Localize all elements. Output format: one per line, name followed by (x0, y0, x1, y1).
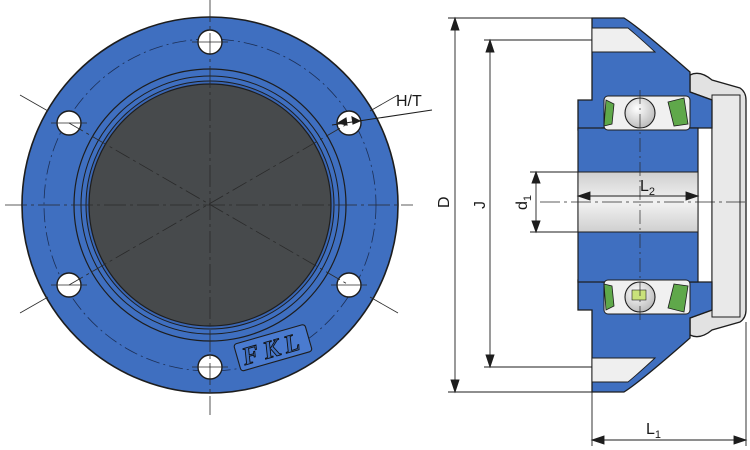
dimension-lines (448, 16, 748, 446)
insert-length-sub: 2 (649, 186, 655, 198)
overall-length-label: L1 (646, 421, 661, 441)
insert-length-label: L2 (640, 178, 655, 198)
section-view: D J d1 L2 L1 (436, 16, 748, 446)
hole-callout-leader (331, 109, 433, 126)
seal-top-left (603, 99, 615, 127)
seal-top-right (667, 97, 689, 127)
insert-length-main: L (640, 178, 649, 195)
hole-callout-label: H/T (396, 93, 422, 110)
front-view: H/T FKL (5, 0, 433, 415)
outer-diameter-label: D (436, 196, 453, 208)
bore-label-main: d (514, 201, 531, 210)
bore-label-sub: 1 (522, 195, 534, 201)
seal-bottom-left (603, 283, 615, 311)
svg-text:d1: d1 (514, 195, 534, 210)
overall-length-main: L (646, 421, 655, 438)
bore-label: d1 (514, 195, 534, 210)
bolt-hole-section-bottom (591, 357, 657, 383)
bolt-hole-section-top (591, 27, 657, 53)
center-lines (5, 0, 413, 415)
sheet-cover-wall (711, 94, 741, 318)
bolt-circle-label: J (472, 201, 489, 209)
seal-bottom-right (667, 283, 689, 313)
ball-highlight-bottom (631, 289, 647, 301)
overall-length-sub: 1 (655, 429, 661, 441)
